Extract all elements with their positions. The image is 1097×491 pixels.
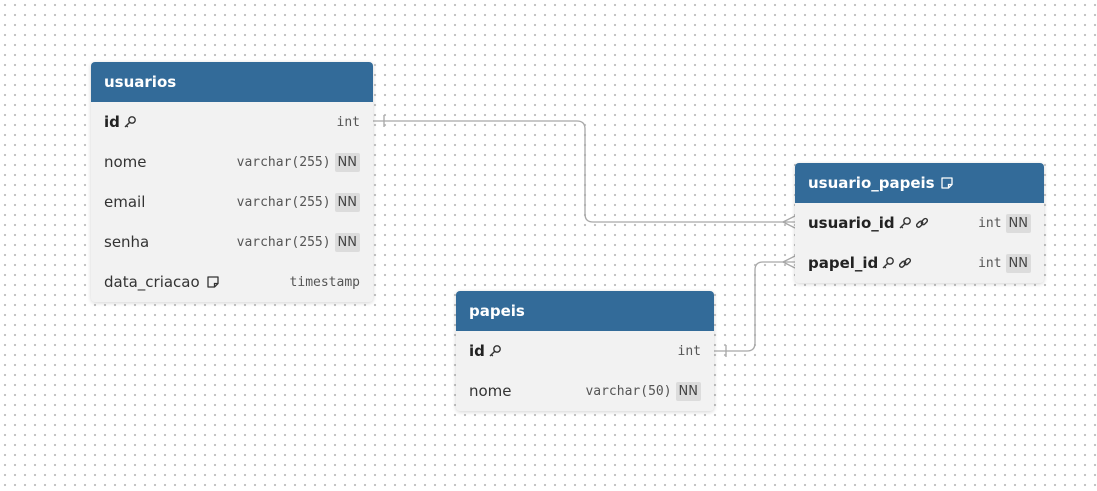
relationship-papeis-usuario-papeis[interactable] xyxy=(714,255,796,357)
table-header[interactable]: usuario_papeis xyxy=(795,163,1044,203)
column-row-senha[interactable]: senha varchar(255) NN xyxy=(91,222,373,262)
column-row-nome[interactable]: nome varchar(255) NN xyxy=(91,142,373,182)
column-row-usuario-id[interactable]: usuario_id int NN xyxy=(795,203,1044,243)
not-null-badge: NN xyxy=(675,381,701,401)
table-name: usuarios xyxy=(104,73,177,91)
column-row-data-criacao[interactable]: data_criacao timestamp xyxy=(91,262,373,302)
not-null-badge: NN xyxy=(334,232,360,252)
column-name: data_criacao xyxy=(104,273,200,291)
column-type: int xyxy=(336,114,360,130)
table-usuarios[interactable]: usuarios id int nome varchar(255) NN ema… xyxy=(91,62,373,302)
key-icon xyxy=(123,115,137,129)
link-icon xyxy=(915,216,929,230)
column-row-id[interactable]: id int xyxy=(456,331,714,371)
table-papeis[interactable]: papeis id int nome varchar(50) NN xyxy=(456,291,714,411)
column-row-papel-id[interactable]: papel_id int NN xyxy=(795,243,1044,283)
column-name: nome xyxy=(104,153,147,171)
column-name: nome xyxy=(469,382,512,400)
not-null-badge: NN xyxy=(1005,213,1031,233)
key-icon xyxy=(881,256,895,270)
column-name: id xyxy=(469,342,485,360)
column-name: id xyxy=(104,113,120,131)
column-name: usuario_id xyxy=(808,214,895,232)
not-null-badge: NN xyxy=(1005,253,1031,273)
table-name: usuario_papeis xyxy=(808,174,935,192)
column-type: timestamp xyxy=(289,274,360,290)
not-null-badge: NN xyxy=(334,152,360,172)
column-type: varchar(50) xyxy=(585,383,672,399)
column-name: senha xyxy=(104,233,150,251)
key-icon xyxy=(488,344,502,358)
not-null-badge: NN xyxy=(334,192,360,212)
table-name: papeis xyxy=(469,302,525,320)
table-header[interactable]: usuarios xyxy=(91,62,373,102)
column-type: varchar(255) xyxy=(236,194,331,210)
table-usuario-papeis[interactable]: usuario_papeis usuario_id int NN xyxy=(795,163,1044,283)
note-icon[interactable] xyxy=(940,176,954,190)
column-type: int xyxy=(677,343,701,359)
column-name: email xyxy=(104,193,146,211)
column-row-email[interactable]: email varchar(255) NN xyxy=(91,182,373,222)
column-type: int xyxy=(978,255,1002,271)
column-type: int xyxy=(978,215,1002,231)
table-header[interactable]: papeis xyxy=(456,291,714,331)
column-type: varchar(255) xyxy=(236,234,331,250)
column-row-id[interactable]: id int xyxy=(91,102,373,142)
column-row-nome[interactable]: nome varchar(50) NN xyxy=(456,371,714,411)
note-icon[interactable] xyxy=(206,275,220,289)
column-type: varchar(255) xyxy=(236,154,331,170)
many-cardinality-marker xyxy=(782,215,796,229)
link-icon xyxy=(898,256,912,270)
column-name: papel_id xyxy=(808,254,879,272)
relationship-usuarios-usuario-papeis[interactable] xyxy=(373,115,796,229)
key-icon xyxy=(898,216,912,230)
many-cardinality-marker xyxy=(782,255,796,269)
